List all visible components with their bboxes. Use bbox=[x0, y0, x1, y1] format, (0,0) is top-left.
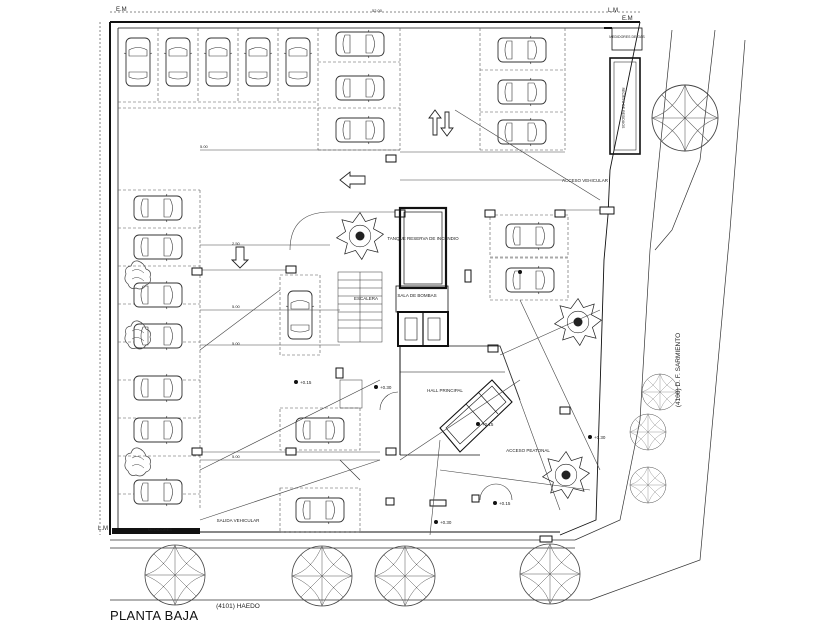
dimension-marks: 5.00 2.50 5.00 5.00 5.00 52.00 bbox=[200, 8, 383, 459]
em-left: E.M bbox=[116, 7, 127, 13]
interior-shrubs bbox=[124, 212, 602, 499]
stairs bbox=[337, 271, 383, 409]
svg-text:5.00: 5.00 bbox=[232, 454, 241, 459]
label-acceso-vehicular: ACCESO VEHICULAR bbox=[562, 178, 609, 183]
plan-title: PLANTA BAJA bbox=[110, 608, 199, 623]
label-acceso-peatonal: ACCESO PEATONAL bbox=[506, 448, 550, 453]
entrance-vestibule bbox=[439, 379, 513, 453]
parking-stalls-center bbox=[279, 214, 569, 533]
svg-text:5.00: 5.00 bbox=[232, 304, 241, 309]
building-core bbox=[395, 206, 521, 456]
cars-top bbox=[123, 29, 547, 147]
label-tanque: TANQUE RESERVA DE INCENDIO bbox=[387, 236, 459, 241]
lm-right: L.M bbox=[608, 8, 618, 14]
door-swings bbox=[339, 391, 513, 501]
room-labels: TANQUE RESERVA DE INCENDIO SALA DE BOMBA… bbox=[148, 35, 645, 532]
em-right: E.M bbox=[622, 16, 633, 22]
svg-text:5.00: 5.00 bbox=[232, 341, 241, 346]
label-escalera: ESCALERA bbox=[354, 296, 378, 301]
line-markers: E.M E.M L.M L.M bbox=[98, 7, 633, 532]
cars-left bbox=[133, 193, 183, 507]
svg-text:+0.30: +0.30 bbox=[380, 385, 392, 390]
medidores-box bbox=[604, 27, 643, 155]
svg-text:+0.30: +0.30 bbox=[594, 435, 606, 440]
street-bottom: (4101) HAEDO bbox=[216, 603, 260, 610]
structural-columns bbox=[191, 154, 615, 543]
svg-text:52.00: 52.00 bbox=[372, 8, 383, 13]
svg-text:+0.15: +0.15 bbox=[300, 380, 312, 385]
salida-vehicular-bar bbox=[112, 528, 200, 534]
access-lines bbox=[399, 299, 601, 536]
street-right: (4100) D. F. SARMIENTO bbox=[675, 333, 682, 407]
traffic-arrows bbox=[230, 109, 454, 269]
cars-center bbox=[285, 221, 555, 525]
property-boundary bbox=[99, 11, 641, 536]
level-markers: +0.15 +0.30 +0.15 +0.30 +0.30 +0.15 bbox=[294, 270, 606, 525]
label-recinto: RECINTO DE RESIDUOS bbox=[621, 88, 625, 129]
label-sala-bombas: SALA DE BOMBAS bbox=[397, 293, 436, 298]
svg-text:+0.30: +0.30 bbox=[440, 520, 452, 525]
svg-text:5.00: 5.00 bbox=[200, 144, 209, 149]
label-medidores-gas: MEDIDORES DE GAS bbox=[609, 35, 645, 39]
label-medidores: MEDIDORES bbox=[148, 527, 173, 532]
svg-text:+0.15: +0.15 bbox=[482, 422, 494, 427]
circulation-lines bbox=[199, 109, 610, 521]
sidewalk bbox=[110, 29, 746, 601]
svg-text:+0.15: +0.15 bbox=[499, 501, 511, 506]
svg-text:2.50: 2.50 bbox=[232, 241, 241, 246]
lm-bottom: L.M bbox=[98, 526, 108, 532]
label-hall: HALL PRINCIPAL bbox=[427, 388, 463, 393]
parking-stalls-top bbox=[118, 28, 566, 151]
label-salida-vehicular: SALIDA VEHICULAR bbox=[217, 518, 261, 523]
